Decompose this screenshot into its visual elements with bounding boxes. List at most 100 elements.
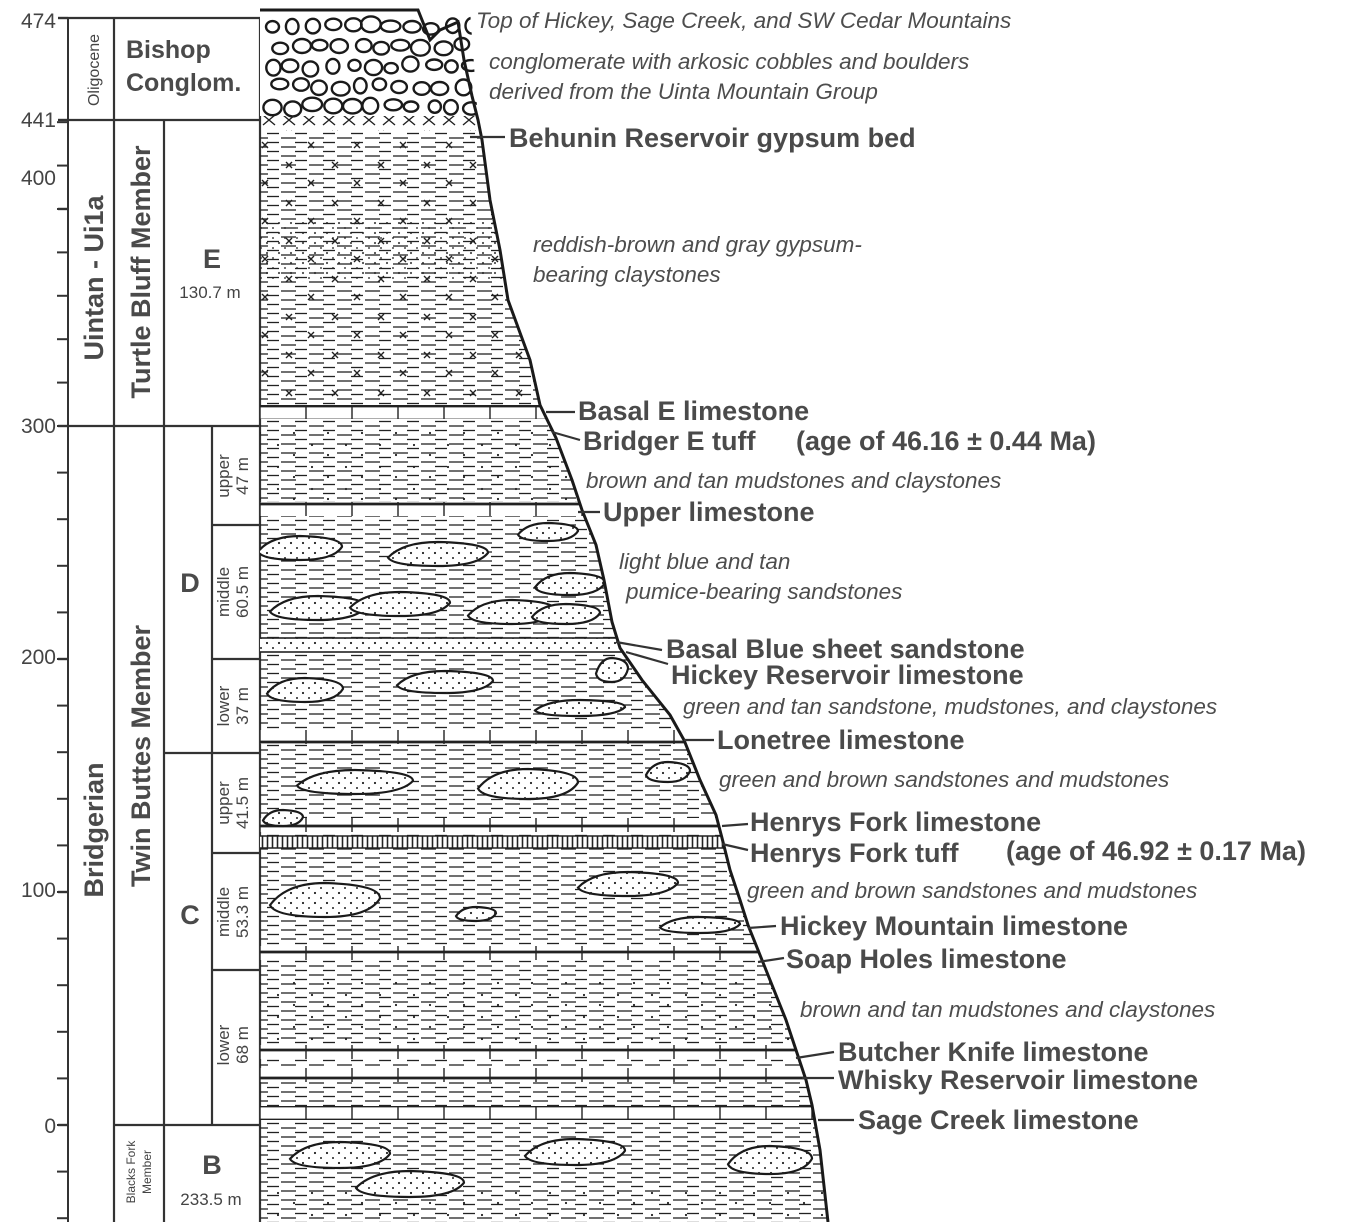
label-henrys-fork-age: (age of 46.92 ± 0.17 Ma): [1006, 836, 1306, 866]
sandstone-lens-dots: [260, 536, 342, 560]
label-henrys-fork-limestone: Henrys Fork limestone: [750, 807, 1041, 837]
epoch-bridgerian: Bridgerian: [79, 762, 109, 897]
sandstone-lens-dots: [270, 596, 366, 620]
sandstone-lens-dots: [478, 769, 578, 799]
cobble: [264, 19, 281, 34]
cobble: [390, 79, 409, 95]
subunit-label: upper: [214, 781, 233, 825]
sandstone-lens-dots: [456, 907, 496, 921]
cobble: [330, 80, 351, 97]
sandstone-lens-dots: [646, 762, 690, 782]
limestone-bed: [260, 818, 828, 832]
subunit-d-middle: middle 60.5 m: [214, 566, 252, 618]
note-green-brown-2: green and brown sandstones and mudstones: [747, 878, 1197, 903]
cobble: [325, 57, 341, 75]
formation-blacks-fork-line2: Member: [140, 1150, 154, 1194]
subunit-label: middle: [214, 567, 233, 617]
lithologic-column: [260, 10, 828, 1222]
label-hickey-mountain: Hickey Mountain limestone: [780, 911, 1128, 941]
cobble: [390, 38, 411, 52]
tick-label-441: 441: [21, 109, 56, 132]
member-c-letter: C: [180, 900, 200, 930]
cobble: [427, 99, 443, 115]
tick-label-400: 400: [21, 167, 56, 190]
cobble: [363, 58, 384, 77]
note-brown-tan-1: brown and tan mudstones and claystones: [586, 468, 1001, 493]
limestone-bed: [260, 946, 828, 960]
formation-blacks-fork-line1: Blacks Fork: [124, 1140, 138, 1204]
subunit-thickness: 37 m: [233, 687, 252, 725]
label-whisky-reservoir: Whisky Reservoir limestone: [838, 1065, 1198, 1095]
cobble: [383, 61, 399, 75]
label-basal-e-limestone: Basal E limestone: [578, 396, 809, 426]
conglomerate-cobbles: [262, 15, 482, 118]
formation-twin-buttes: Twin Buttes Member: [126, 624, 156, 887]
label-hickey-reservoir: Hickey Reservoir limestone: [671, 660, 1024, 690]
cobble: [291, 77, 311, 92]
tick-label-100: 100: [21, 879, 56, 902]
depth-axis: 474 441 400 300 200 100 0: [21, 10, 69, 1222]
formation-bishop-line1: Bishop: [126, 36, 211, 64]
note-gypsum-1: reddish-brown and gray gypsum-: [533, 232, 862, 257]
cobble: [329, 37, 350, 55]
sandstone-lenses: [260, 521, 814, 1199]
note-green-tan: green and tan sandstone, mudstones, and …: [683, 694, 1217, 719]
major-ticks: [58, 16, 68, 1127]
cobble: [301, 96, 324, 113]
label-upper-limestone: Upper limestone: [603, 497, 815, 527]
note-conglomerate-2: derived from the Uinta Mountain Group: [489, 79, 878, 104]
member-b-thickness: 233.5 m: [180, 1190, 241, 1209]
label-behunin-gypsum: Behunin Reservoir gypsum bed: [509, 123, 916, 153]
cobble: [433, 40, 454, 57]
note-brown-tan-2: brown and tan mudstones and claystones: [800, 997, 1215, 1022]
cobble: [354, 37, 373, 54]
cobble: [352, 77, 368, 95]
subunit-c-lower: lower 68 m: [214, 1024, 252, 1065]
basal-blue-sandstone-dots: [260, 638, 628, 652]
sandstone-lens-dots: [356, 1171, 464, 1197]
subunit-label: lower: [214, 685, 233, 726]
subunit-label: lower: [214, 1024, 233, 1065]
cobble: [280, 58, 300, 74]
subunit-label: upper: [214, 454, 233, 498]
cobble: [310, 38, 329, 52]
tick-label-200: 200: [21, 646, 56, 669]
sandstone-lens-dots: [535, 700, 625, 716]
subunit-d-lower: lower 37 m: [214, 685, 252, 726]
subunit-thickness: 53.3 m: [233, 886, 252, 938]
subunit-label: middle: [214, 887, 233, 937]
cobble: [425, 58, 444, 72]
member-e-thickness: 130.7 m: [179, 283, 240, 302]
cobble: [402, 19, 422, 34]
cobble: [310, 79, 329, 97]
note-gypsum-2: bearing claystones: [533, 262, 721, 287]
henrys-fork-tuff-pattern: [260, 835, 729, 849]
minor-ticks: [57, 121, 68, 1220]
sparse-dots-c-lower: [260, 975, 818, 1045]
note-pumice-2: pumice-bearing sandstones: [625, 579, 902, 604]
limestone-bed: [260, 1106, 828, 1120]
sandstone-lens-dots: [728, 1146, 812, 1174]
sandstone-lens-dots: [535, 573, 605, 595]
subunit-c-middle: middle 53.3 m: [214, 886, 252, 938]
column-outline: [260, 8, 830, 1222]
sandy-band-e: [260, 222, 518, 282]
label-butcher-knife: Butcher Knife limestone: [838, 1037, 1149, 1067]
label-soap-holes: Soap Holes limestone: [786, 944, 1067, 974]
cobble: [347, 58, 362, 73]
sandstone-lens-dots: [596, 658, 628, 682]
cobble: [442, 98, 460, 116]
cobble: [372, 40, 391, 56]
cobble: [401, 55, 420, 73]
sandstone-lens-dots: [660, 917, 740, 933]
label-lonetree: Lonetree limestone: [717, 725, 965, 755]
note-conglomerate-1: conglomerate with arkosic cobbles and bo…: [489, 49, 969, 74]
member-b-letter: B: [202, 1150, 222, 1180]
subunit-thickness: 68 m: [233, 1026, 252, 1064]
note-green-brown-1: green and brown sandstones and mudstones: [719, 767, 1169, 792]
epoch-uintan: Uintan - Ui1a: [79, 195, 109, 361]
note-pumice-1: light blue and tan: [619, 549, 790, 574]
cobble: [304, 17, 322, 35]
limestone-bed: [260, 1068, 828, 1082]
sandstone-lens-dots: [578, 872, 678, 896]
